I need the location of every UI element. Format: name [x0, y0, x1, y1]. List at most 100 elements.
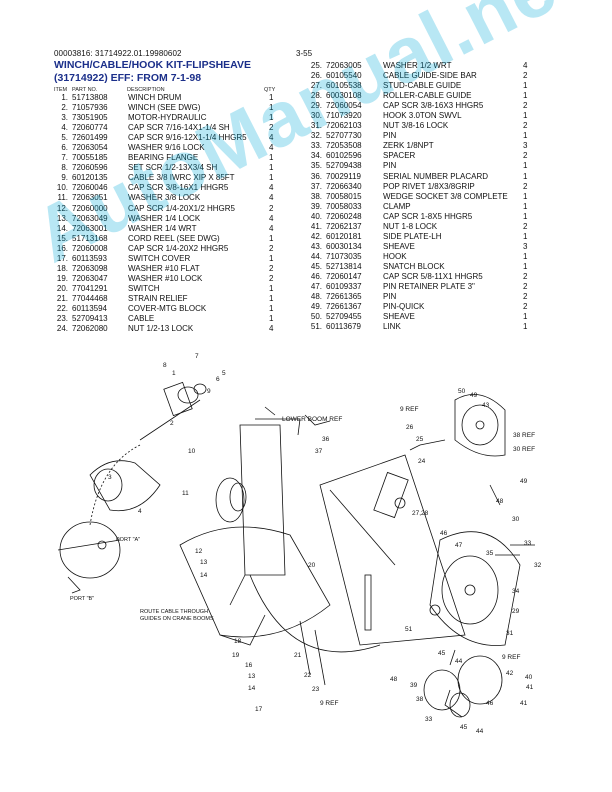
- part-description: WASHER 1/2 WRT: [383, 61, 452, 70]
- callout-49-upper: 49: [470, 392, 478, 399]
- part-quantity: 1: [523, 131, 528, 141]
- part-number: 72063005: [326, 61, 362, 70]
- part-number: 72062103: [326, 121, 362, 131]
- title-line-1: WINCH/CABLE/HOOK KIT-FLIPSHEAVE: [54, 59, 251, 71]
- part-quantity: 1: [523, 251, 528, 261]
- part-quantity: 3: [523, 141, 528, 151]
- part-quantity: 2: [269, 243, 274, 253]
- part-number: 52707730: [326, 131, 362, 141]
- part-number: 60105540: [326, 71, 362, 81]
- callout-50: 50: [458, 388, 466, 395]
- part-number: 52709455: [326, 312, 362, 322]
- callout-33-upper: 33: [524, 540, 532, 547]
- part-number: 72060054: [326, 101, 362, 111]
- item-number: 29.: [310, 101, 322, 111]
- part-quantity: 1: [523, 211, 528, 221]
- part-description: CAP SCR 1/4-20X2 HHGR5: [128, 243, 229, 253]
- part-number: 72060596: [72, 163, 108, 173]
- part-quantity: 4: [269, 213, 274, 223]
- part-quantity: 2: [523, 71, 528, 81]
- part-quantity: 2: [523, 151, 528, 161]
- item-number: 49.: [310, 302, 322, 312]
- part-quantity: 2: [523, 282, 528, 292]
- callout-46: 46: [440, 530, 448, 537]
- callout-1: 1: [172, 370, 176, 377]
- part-description: WEDGE SOCKET 3/8 COMPLETE: [383, 191, 508, 201]
- callout-9: 9: [207, 388, 211, 395]
- callout-45-upper: 45: [438, 650, 446, 657]
- part-quantity: 1: [269, 153, 274, 163]
- column-header-partno: PART NO.: [72, 87, 98, 93]
- part-number: 72063001: [72, 223, 108, 233]
- part-quantity: 1: [269, 103, 274, 113]
- part-quantity: 2: [269, 123, 274, 133]
- item-number: 38.: [310, 191, 322, 201]
- part-number: 72060774: [72, 123, 108, 133]
- item-number: 43.: [310, 241, 322, 251]
- part-number: 72062080: [72, 324, 108, 334]
- part-description: SWITCH: [128, 283, 160, 293]
- callout-20: 20: [308, 562, 316, 569]
- part-number: 72063049: [72, 213, 108, 223]
- part-number: 60120135: [72, 173, 108, 183]
- part-quantity: 1: [269, 253, 274, 263]
- callout-42: 42: [506, 670, 514, 677]
- item-number: 28.: [310, 91, 322, 101]
- part-number: 72060008: [72, 243, 108, 253]
- callout-41-lower: 41: [520, 700, 528, 707]
- part-quantity: 1: [523, 231, 528, 241]
- part-quantity: 1: [269, 283, 274, 293]
- callout-41-upper: 41: [526, 684, 534, 691]
- part-number: 70055185: [72, 153, 108, 163]
- callout-14-lower: 14: [248, 685, 256, 692]
- callout-13-lower: 13: [248, 673, 256, 680]
- item-number: 47.: [310, 282, 322, 292]
- item-number: 24.: [56, 324, 68, 334]
- callout-38: 38: [416, 696, 424, 703]
- part-quantity: 1: [523, 201, 528, 211]
- part-description: STRAIN RELIEF: [128, 293, 188, 303]
- part-description: BEARING FLANGE: [128, 153, 199, 163]
- item-number: 23.: [56, 314, 68, 324]
- part-number: 52709413: [72, 314, 108, 324]
- port-b-label: PORT "B": [70, 596, 94, 602]
- item-number: 45.: [310, 261, 322, 271]
- callout-25: 25: [416, 436, 424, 443]
- part-number: 72063051: [72, 193, 108, 203]
- item-number: 3.: [61, 113, 68, 123]
- part-description: SHEAVE: [383, 312, 415, 322]
- part-description: SERIAL NUMBER PLACARD: [383, 171, 489, 181]
- item-number: 46.: [310, 271, 322, 281]
- item-number: 41.: [310, 221, 322, 231]
- item-number: 9.: [61, 173, 68, 183]
- part-number: 51713808: [72, 93, 108, 102]
- part-number: 72060248: [326, 211, 362, 221]
- part-number: 77041291: [72, 283, 108, 293]
- part-quantity: 1: [523, 191, 528, 201]
- item-number: 11.: [57, 193, 68, 203]
- part-description: NUT 3/8-16 LOCK: [383, 121, 449, 131]
- item-number: 20.: [56, 283, 68, 293]
- part-description: CAP SCR 9/16-12X1-1/4 HHGR5: [128, 133, 247, 143]
- item-number: 21.: [56, 293, 68, 303]
- callout-21: 21: [294, 652, 302, 659]
- item-number: 25.: [310, 61, 322, 70]
- item-number: 34.: [310, 151, 322, 161]
- part-description: WASHER 9/16 LOCK: [128, 143, 205, 153]
- item-number: 6.: [61, 143, 68, 153]
- item-number: 13.: [56, 213, 68, 223]
- part-description: WASHER #10 FLAT: [128, 263, 200, 273]
- callout-22: 22: [304, 672, 312, 679]
- callout-30: 30: [512, 516, 520, 523]
